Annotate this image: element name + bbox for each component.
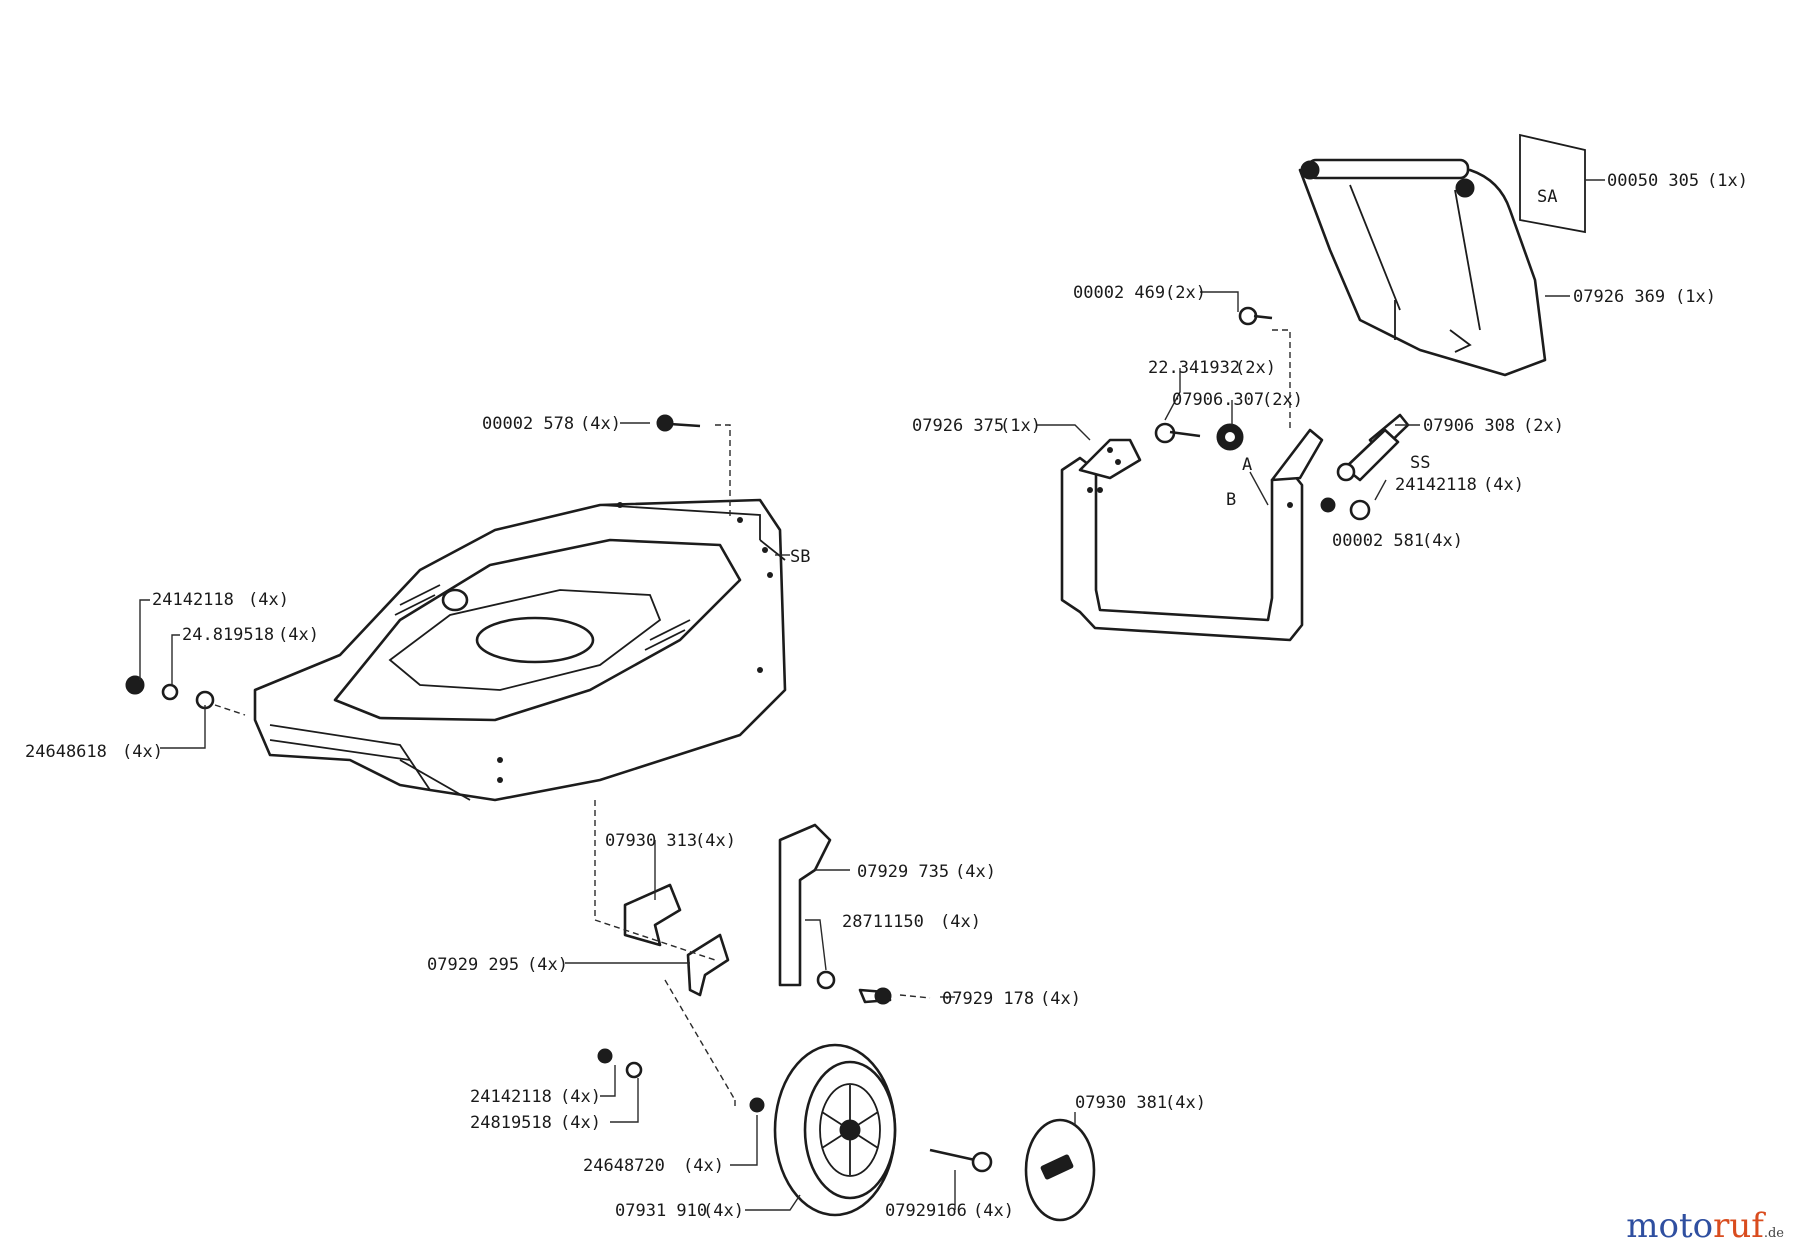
label-00002469-qty: (2x) (1165, 283, 1206, 303)
label-00002581-number: 00002 581 (1332, 531, 1424, 551)
grass-catcher-bag (1298, 168, 1547, 377)
catcher-hinge-parts (1154, 306, 1410, 521)
label-24819518-a-qty: (4x) (278, 625, 319, 645)
label-07926369-number: 07926 369 (1573, 287, 1665, 307)
label-07926375-qty: (1x) (1000, 416, 1041, 436)
label-24819518-b-number: 24819518 (470, 1113, 552, 1133)
label-24819518-b-qty: (4x) (560, 1113, 601, 1133)
marker-sa: SA (1537, 187, 1557, 207)
label-07930381-qty: (4x) (1165, 1093, 1206, 1113)
marker-sb: SB (790, 547, 810, 567)
grass-catcher-handle-bar (1300, 158, 1475, 198)
wheel-hub-cap (1024, 1118, 1096, 1222)
label-24142118-a-number: 24142118 (1395, 475, 1477, 495)
mower-deck-housing (253, 498, 787, 802)
label-07926369-qty: (1x) (1675, 287, 1716, 307)
label-07929295-qty: (4x) (527, 955, 568, 975)
motoruf-watermark-logo[interactable]: motoruf.de (1626, 1206, 1784, 1246)
label-07930381-number: 07930 381 (1075, 1093, 1167, 1113)
label-07930313-qty: (4x) (695, 831, 736, 851)
logo-tld: .de (1763, 1226, 1784, 1241)
label-07926375-number: 07926 375 (912, 416, 1004, 436)
label-00050305-number: 00050 305 (1607, 171, 1699, 191)
label-07906307-qty: (2x) (1262, 390, 1303, 410)
label-24648720-qty: (4x) (683, 1156, 724, 1176)
label-07931910-number: 07931 910 (615, 1201, 707, 1221)
logo-text-part2: ruf (1713, 1206, 1764, 1246)
part-labels: 00050 305 (1x) 07926 369 (1x) 00002 469 … (25, 171, 1748, 1221)
label-28711150-qty: (4x) (940, 912, 981, 932)
label-24648618-number: 24648618 (25, 742, 107, 762)
deck-hardware (125, 414, 765, 1113)
marker-ss: SS (1410, 453, 1430, 473)
label-24142118-a-qty: (4x) (1483, 475, 1524, 495)
wheel-bracket-parts (623, 823, 892, 1005)
label-00002581-qty: (4x) (1422, 531, 1463, 551)
label-24648720-number: 24648720 (583, 1156, 665, 1176)
label-00050305-qty: (1x) (1707, 171, 1748, 191)
label-07929178-qty: (4x) (1040, 989, 1081, 1009)
label-07929166-number: 07929166 (885, 1201, 967, 1221)
logo-text-part1: moto (1626, 1206, 1714, 1246)
label-07929735-number: 07929 735 (857, 862, 949, 882)
catcher-frame (1060, 428, 1324, 642)
label-24142118-c-qty: (4x) (560, 1087, 601, 1107)
rear-wheel (773, 1043, 897, 1217)
label-24142118-b-qty: (4x) (248, 590, 289, 610)
label-07929295-number: 07929 295 (427, 955, 519, 975)
label-24648618-qty: (4x) (122, 742, 163, 762)
label-24142118-b-number: 24142118 (152, 590, 234, 610)
marker-a: A (1242, 455, 1252, 475)
label-00002578-qty: (4x) (580, 414, 621, 434)
label-07929735-qty: (4x) (955, 862, 996, 882)
label-07929178-number: 07929 178 (942, 989, 1034, 1009)
label-24142118-c-number: 24142118 (470, 1087, 552, 1107)
label-22341932-number: 22.341932 (1148, 358, 1240, 378)
wheel-axle-bolt (929, 1148, 993, 1173)
label-07906308-number: 07906 308 (1423, 416, 1515, 436)
label-07906307-number: 07906.307 (1172, 390, 1264, 410)
marker-b: B (1226, 490, 1236, 510)
label-07931910-qty: (4x) (703, 1201, 744, 1221)
label-00002469-number: 00002 469 (1073, 283, 1165, 303)
label-28711150-number: 28711150 (842, 912, 924, 932)
leader-lines: A B SS SB (139, 179, 1605, 1211)
label-22341932-qty: (2x) (1235, 358, 1276, 378)
label-00002578-number: 00002 578 (482, 414, 574, 434)
label-24819518-a-number: 24.819518 (182, 625, 274, 645)
label-07906308-qty: (2x) (1523, 416, 1564, 436)
label-07930313-number: 07930 313 (605, 831, 697, 851)
label-07929166-qty: (4x) (973, 1201, 1014, 1221)
label-plate-sa: SA (1519, 133, 1586, 234)
